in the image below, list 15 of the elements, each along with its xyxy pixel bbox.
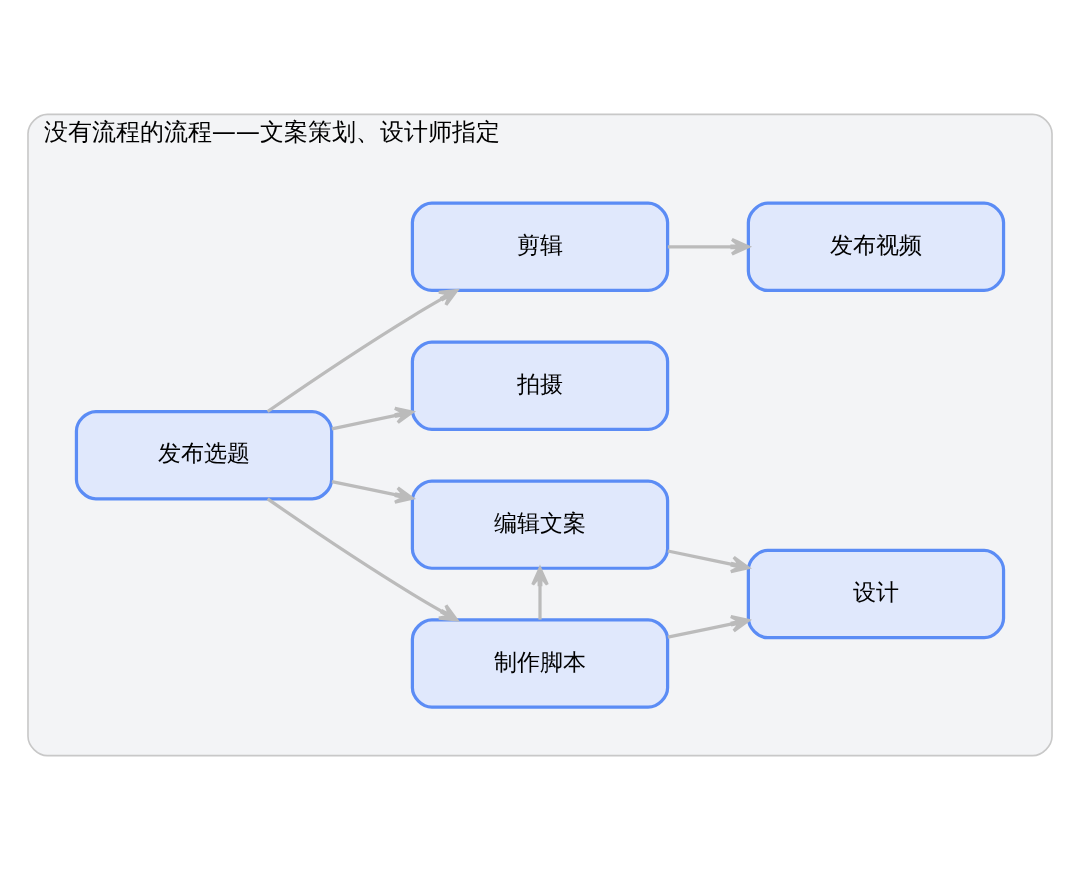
arrow: [266, 288, 459, 413]
arrow: [531, 566, 549, 620]
arrow: [266, 497, 459, 621]
node-box: 拍摄: [410, 340, 670, 431]
node-box: 发布视频: [746, 201, 1006, 292]
arrow: [331, 479, 414, 504]
arrow: [667, 614, 750, 639]
arrow: [331, 406, 414, 430]
node-box: 编辑文案: [410, 478, 670, 570]
arrow: [667, 237, 750, 256]
arrow: [667, 548, 750, 573]
node-box: 发布选题: [74, 409, 334, 500]
node-box: 设计: [746, 548, 1006, 639]
node-box: 制作脚本: [410, 617, 670, 709]
node-box: 剪辑: [410, 201, 670, 292]
